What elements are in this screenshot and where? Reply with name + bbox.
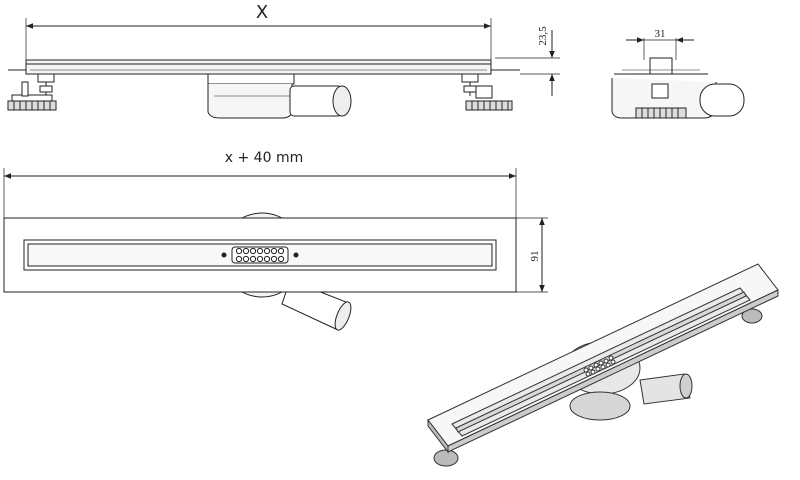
overall-length-label: x + 40 mm <box>225 150 303 166</box>
outlet-width-label: 31 <box>655 28 666 40</box>
top-view <box>3 168 548 331</box>
left-adjustable-foot <box>7 73 57 111</box>
width-label: 91 <box>529 251 541 262</box>
drain-channel-side <box>25 59 492 75</box>
side-view <box>7 18 560 119</box>
siphon-side <box>207 73 352 119</box>
drain-grate-holes <box>221 246 299 264</box>
end-view <box>611 37 745 119</box>
height-label: 23,5 <box>537 26 549 46</box>
isometric-view <box>427 263 779 467</box>
length-label: X <box>256 2 268 23</box>
iso-grate-holes <box>583 355 616 377</box>
right-adjustable-foot <box>461 73 513 111</box>
